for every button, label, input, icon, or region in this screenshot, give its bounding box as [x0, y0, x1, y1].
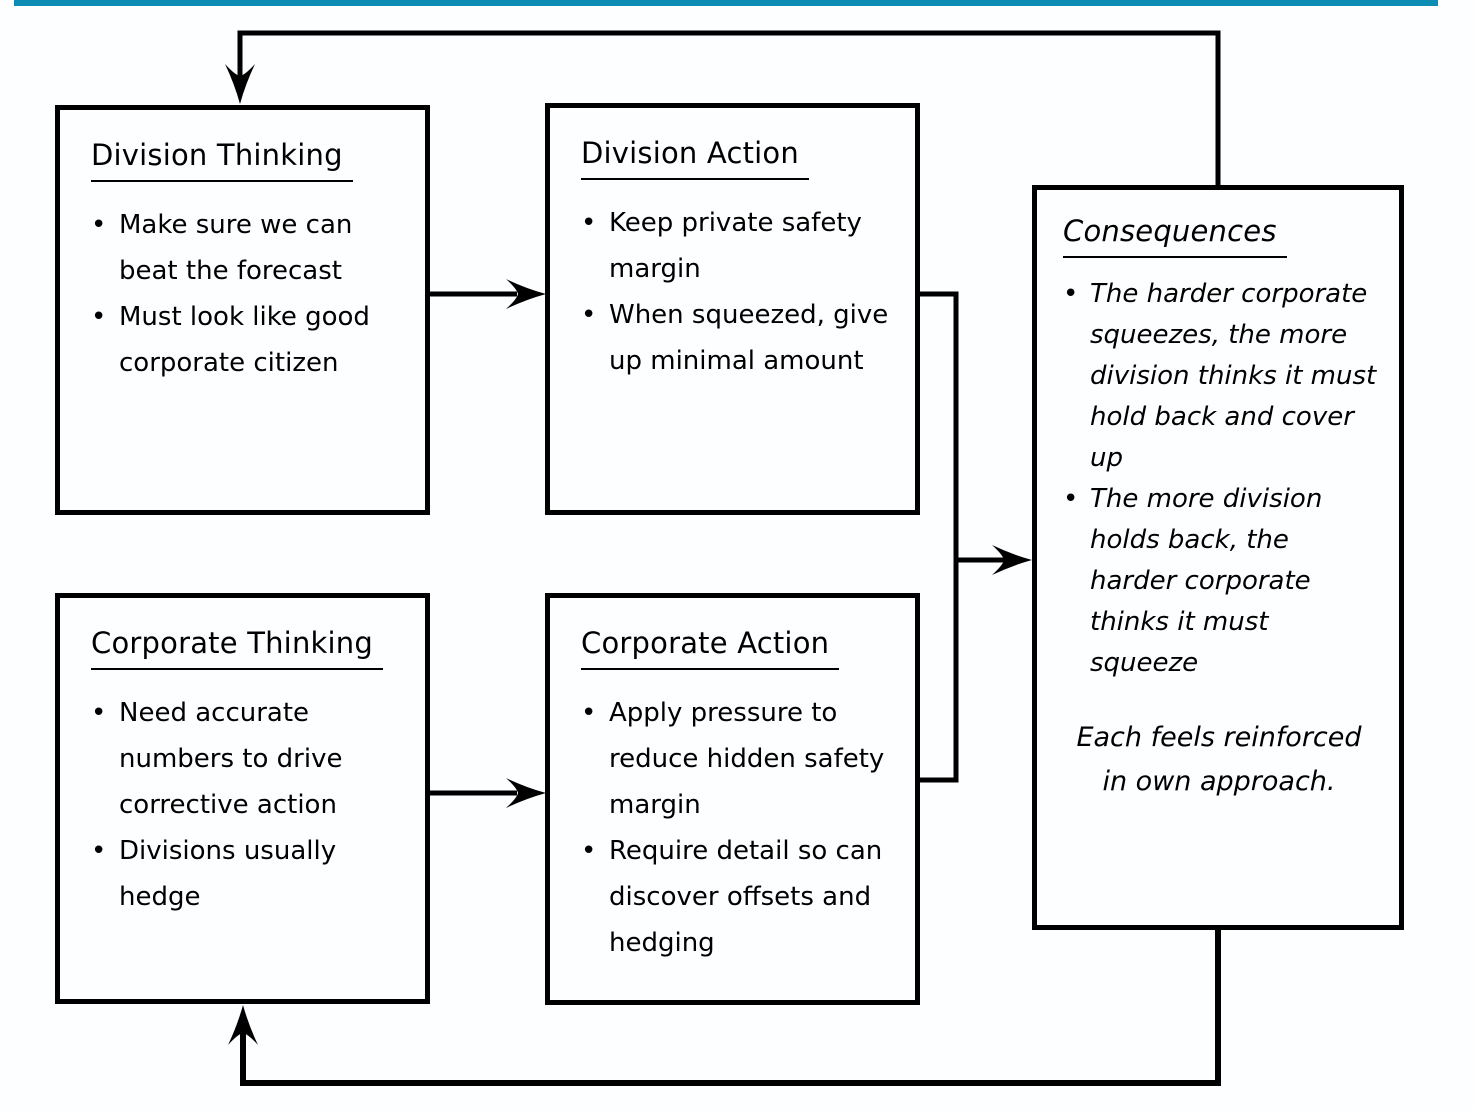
box-corporate-thinking: Corporate Thinking • Need accurate numbe…	[55, 593, 430, 1004]
box-corporate-action: Corporate Action • Apply pressure to red…	[545, 593, 920, 1005]
connector-bottom-feedback	[240, 928, 1221, 1086]
list-item: • Apply pressure to reduce hidden safety…	[581, 690, 895, 828]
bullet-text: Divisions usually hedge	[119, 836, 337, 912]
arrowhead-right-consequences-icon	[992, 545, 1032, 575]
arrowhead-right-corporate-action-icon	[506, 778, 546, 808]
bullet-text: Require detail so can discover offsets a…	[609, 836, 883, 958]
connector-top-feedback	[237, 30, 1221, 188]
arrowhead-up-corporate-thinking-icon	[228, 1005, 258, 1045]
corporate-action-bullets: • Apply pressure to reduce hidden safety…	[581, 690, 895, 966]
bullet-text: The more division holds back, the harder…	[1090, 484, 1323, 678]
bullet-dot: •	[581, 208, 597, 238]
list-item: • When squeezed, give up minimal amount	[581, 292, 895, 384]
list-item: • Keep private safety margin	[581, 200, 895, 292]
list-item: • The more division holds back, the hard…	[1063, 479, 1381, 684]
consequences-note: Each feels reinforced in own approach.	[1076, 722, 1362, 797]
bullet-dot: •	[1063, 279, 1079, 309]
division-action-title: Division Action	[581, 136, 809, 180]
list-item: • Require detail so can discover offsets…	[581, 828, 895, 966]
bullet-text: Make sure we can beat the forecast	[119, 210, 353, 286]
division-action-bullets: • Keep private safety margin • When sque…	[581, 200, 895, 384]
list-item: • Divisions usually hedge	[91, 828, 405, 920]
division-thinking-title: Division Thinking	[91, 138, 353, 182]
box-consequences: Consequences • The harder corporate sque…	[1032, 185, 1404, 930]
bullet-dot: •	[91, 698, 107, 728]
box-division-thinking: Division Thinking • Make sure we can bea…	[55, 105, 430, 515]
bullet-dot: •	[91, 210, 107, 240]
corporate-action-title: Corporate Action	[581, 626, 840, 670]
consequences-title: Consequences	[1063, 214, 1287, 258]
list-item: • Make sure we can beat the forecast	[91, 202, 405, 294]
bullet-text: When squeezed, give up minimal amount	[609, 300, 889, 376]
arrowhead-right-division-action-icon	[506, 279, 546, 309]
bullet-text: Need accurate numbers to drive correctiv…	[119, 698, 343, 820]
corporate-thinking-bullets: • Need accurate numbers to drive correct…	[91, 690, 405, 920]
list-item: • Must look like good corporate citizen	[91, 294, 405, 386]
corporate-thinking-title: Corporate Thinking	[91, 626, 383, 670]
connector-actions-merge-bus	[918, 291, 959, 783]
bullet-dot: •	[1063, 484, 1079, 514]
bullet-text: The harder corporate squeezes, the more …	[1090, 279, 1377, 473]
top-accent-bar	[14, 0, 1438, 6]
bullet-dot: •	[581, 300, 597, 330]
consequences-bullets: • The harder corporate squeezes, the mor…	[1063, 274, 1381, 684]
bullet-text: Keep private safety margin	[609, 208, 862, 284]
box-division-action: Division Action • Keep private safety ma…	[545, 103, 920, 515]
bullet-text: Apply pressure to reduce hidden safety m…	[609, 698, 885, 820]
list-item: • The harder corporate squeezes, the mor…	[1063, 274, 1381, 479]
bullet-dot: •	[581, 836, 597, 866]
bullet-dot: •	[91, 302, 107, 332]
arrowhead-down-division-thinking-icon	[225, 64, 255, 104]
division-thinking-bullets: • Make sure we can beat the forecast • M…	[91, 202, 405, 386]
bullet-dot: •	[581, 698, 597, 728]
list-item: • Need accurate numbers to drive correct…	[91, 690, 405, 828]
bullet-text: Must look like good corporate citizen	[119, 302, 370, 378]
bullet-dot: •	[91, 836, 107, 866]
